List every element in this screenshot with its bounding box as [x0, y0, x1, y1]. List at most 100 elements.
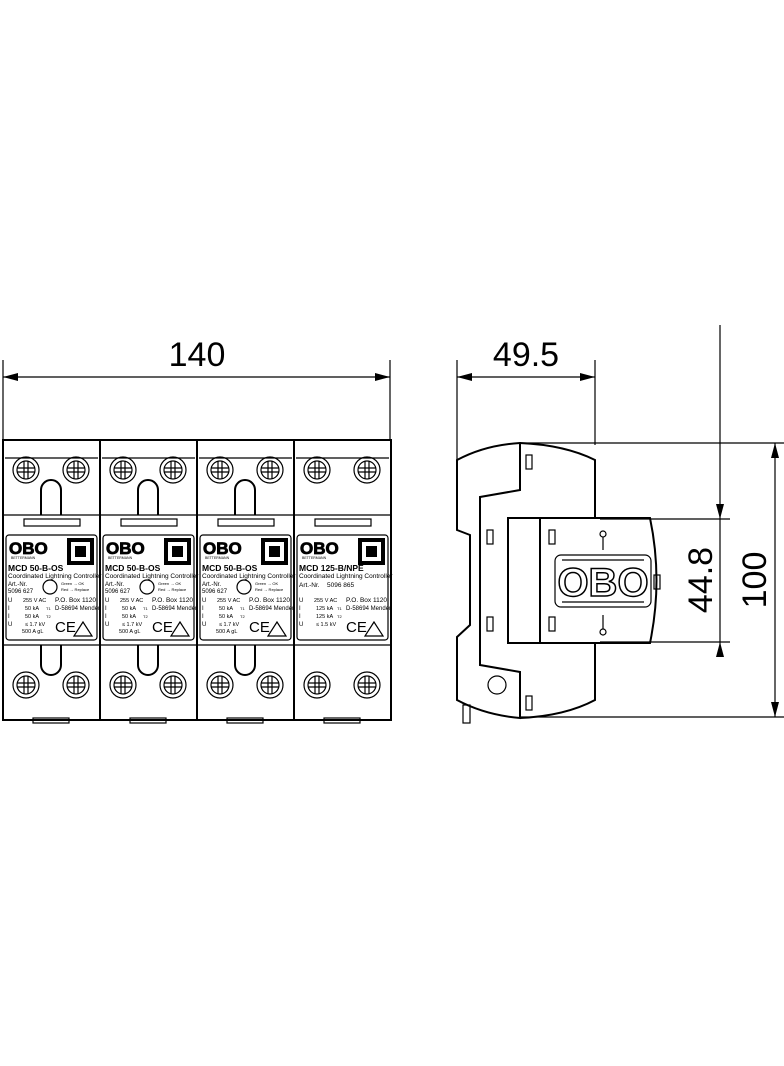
- svg-text:U: U: [299, 598, 303, 604]
- up-value: ≤ 1.7 kV: [219, 622, 239, 628]
- model-name: MCD 50-B-OS: [202, 563, 258, 573]
- product-label: [296, 534, 389, 641]
- maker-name: BETTERMANN: [11, 556, 36, 560]
- svg-text:I: I: [299, 606, 301, 612]
- status-replace-text: Red → Replace: [255, 587, 284, 592]
- model-name: MCD 125-B/NPE: [299, 563, 364, 573]
- svg-text:U: U: [8, 598, 12, 604]
- terminal-screw-icon: [256, 671, 284, 699]
- side-logo: OBO: [557, 561, 648, 605]
- address-line: D-58694 Menden: [249, 606, 295, 612]
- art-number: 5096 865: [327, 582, 354, 589]
- address-line: D-58694 Menden: [55, 606, 101, 612]
- product-subtitle: Coordinated Lightning Controller: [8, 573, 102, 580]
- status-replace-text: Red → Replace: [158, 587, 187, 592]
- approval-mark-icon: [72, 620, 94, 637]
- status-ok-text: Green → OK: [255, 581, 278, 586]
- svg-text:U: U: [299, 622, 303, 628]
- in-value: 50 kA: [122, 614, 136, 620]
- status-indicator: [42, 579, 58, 595]
- terminal-screw-icon: [62, 671, 90, 699]
- terminal-screw-icon: [206, 456, 234, 484]
- address-line: P.O. Box 1120: [152, 597, 193, 604]
- address-line: D-58694 Menden: [346, 606, 392, 612]
- uc-value: 255 V AC: [120, 598, 143, 604]
- fuse-rating: 500 A gL: [22, 629, 43, 635]
- maker-name: BETTERMANN: [108, 556, 133, 560]
- model-name: MCD 50-B-OS: [8, 563, 64, 573]
- brand-logo: OBO: [300, 539, 339, 558]
- product-label: [199, 534, 292, 641]
- art-label: Art.-Nr.: [299, 582, 320, 589]
- svg-text:I: I: [202, 614, 204, 620]
- svg-text:I: I: [202, 606, 204, 612]
- address-line: P.O. Box 1120: [249, 597, 290, 604]
- uc-value: 255 V AC: [23, 598, 46, 604]
- ce-mark: CE: [55, 619, 76, 636]
- address-line: D-58694 Menden: [152, 606, 198, 612]
- iimp-value: 50 kA: [25, 606, 39, 612]
- uc-value: 255 V AC: [314, 598, 337, 604]
- dimension-width-front: 140: [2, 336, 391, 440]
- terminal-screw-icon: [353, 456, 381, 484]
- dimension-height-front: 44.8: [600, 325, 730, 657]
- terminal-screw-icon: [303, 456, 331, 484]
- iimp-value: 125 kA: [316, 606, 333, 612]
- ce-mark: CE: [346, 619, 367, 636]
- art-number: 5096 627: [202, 589, 228, 595]
- class-t1: T1: [337, 606, 342, 611]
- terminal-screw-icon: [12, 671, 40, 699]
- in-value: 50 kA: [25, 614, 39, 620]
- iimp-value: 50 kA: [219, 606, 233, 612]
- approval-mark-icon: [266, 620, 288, 637]
- svg-text:I: I: [299, 614, 301, 620]
- art-number: 5096 627: [8, 589, 34, 595]
- status-indicator: [139, 579, 155, 595]
- terminal-screw-icon: [62, 456, 90, 484]
- status-indicator: [236, 579, 252, 595]
- dimension-label: 44.8: [682, 547, 720, 613]
- status-ok-text: Green → OK: [61, 581, 84, 586]
- svg-text:U: U: [202, 622, 206, 628]
- product-label: [5, 534, 98, 641]
- class-t1: T1: [143, 606, 148, 611]
- art-label: Art.-Nr.: [105, 582, 124, 588]
- product-subtitle: Coordinated Lightning Controller: [299, 573, 393, 580]
- brand-logo: OBO: [9, 539, 48, 558]
- ce-mark: CE: [249, 619, 270, 636]
- dimension-height-total: 100: [520, 442, 784, 718]
- status-replace-text: Red → Replace: [61, 587, 90, 592]
- terminal-screw-icon: [159, 671, 187, 699]
- approval-mark-icon: [363, 620, 385, 637]
- art-number: 5096 627: [105, 589, 131, 595]
- up-value: ≤ 1.7 kV: [25, 622, 45, 628]
- maker-name: BETTERMANN: [302, 556, 327, 560]
- model-name: MCD 50-B-OS: [105, 563, 161, 573]
- svg-text:U: U: [8, 622, 12, 628]
- svg-text:U: U: [105, 622, 109, 628]
- up-value: ≤ 1.5 kV: [316, 622, 336, 628]
- class-t2: T2: [337, 614, 342, 619]
- class-t2: T2: [240, 614, 245, 619]
- class-t2: T2: [143, 614, 148, 619]
- terminal-screw-icon: [206, 671, 234, 699]
- iimp-value: 50 kA: [122, 606, 136, 612]
- brand-logo: OBO: [106, 539, 145, 558]
- terminal-screw-icon: [109, 456, 137, 484]
- svg-text:I: I: [8, 614, 10, 620]
- in-value: 125 kA: [316, 614, 333, 620]
- product-subtitle: Coordinated Lightning Controller: [202, 573, 296, 580]
- svg-text:U: U: [202, 598, 206, 604]
- uc-value: 255 V AC: [217, 598, 240, 604]
- approval-mark-icon: [169, 620, 191, 637]
- dimension-label: 49.5: [493, 336, 559, 374]
- up-value: ≤ 1.7 kV: [122, 622, 142, 628]
- class-t2: T2: [46, 614, 51, 619]
- class-t1: T1: [240, 606, 245, 611]
- svg-text:I: I: [105, 614, 107, 620]
- terminal-screw-icon: [303, 671, 331, 699]
